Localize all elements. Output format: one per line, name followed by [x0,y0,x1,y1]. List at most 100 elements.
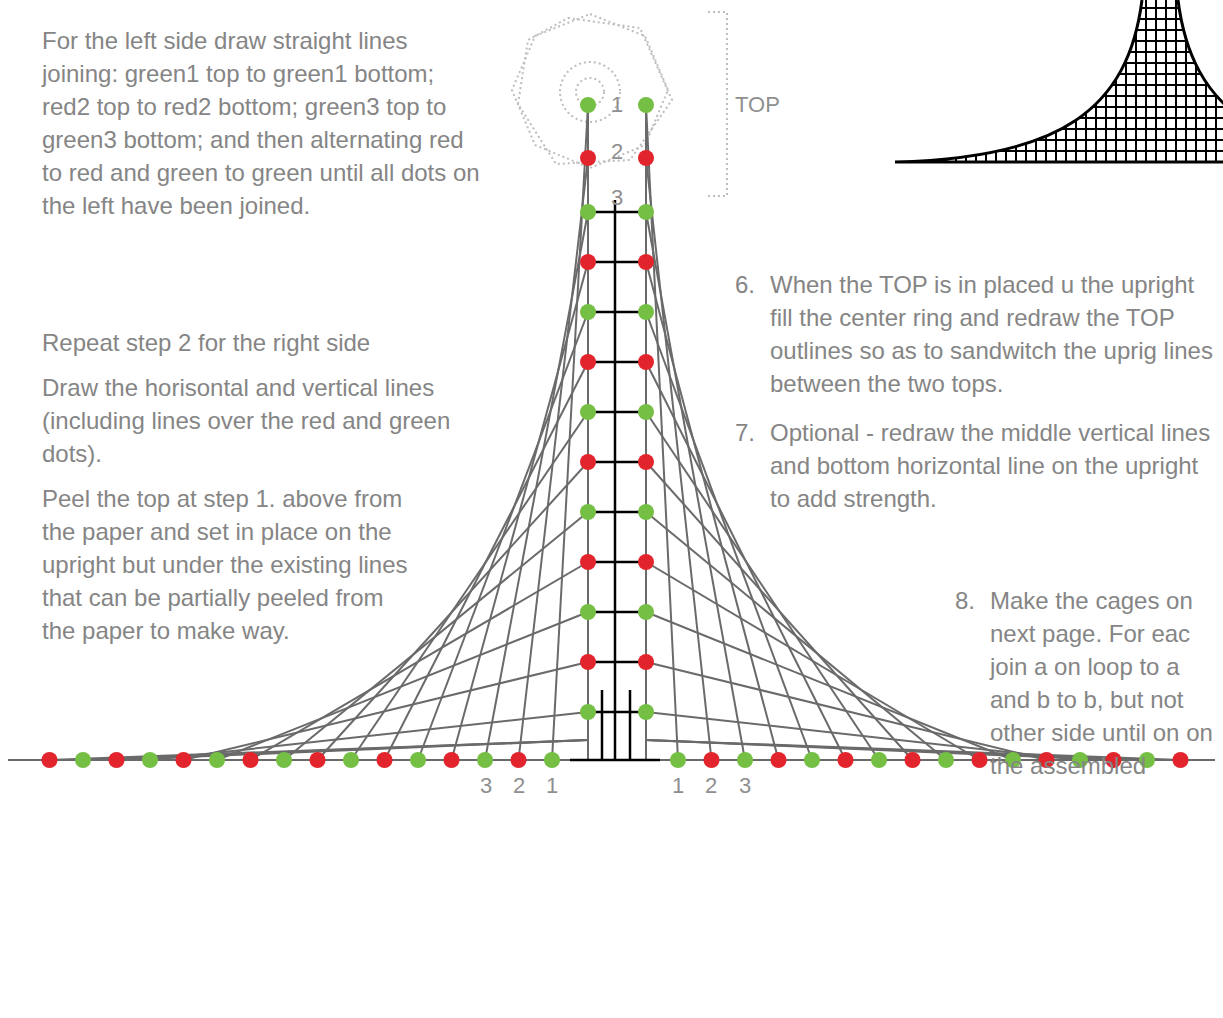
string-line [351,412,588,760]
peg-dot [638,554,654,570]
top-outline [512,12,727,196]
peg-dot [410,752,426,768]
callout-number: 1 [611,93,623,117]
grid-line [890,29,1223,31]
peg-dot [477,752,493,768]
peg-dot [638,454,654,470]
peg-dot [243,752,259,768]
thumbnail-figure [890,0,1223,165]
peg-dot [670,752,686,768]
callout-number: 3 [739,774,751,798]
callout-number: 1 [546,774,558,798]
grid-line [905,0,907,165]
peg-dot [580,304,596,320]
peg-dot [580,354,596,370]
step-number: 7. [735,416,755,449]
peg-dot [580,254,596,270]
rung [588,511,646,514]
rung [588,261,646,264]
rung [588,661,646,664]
grid-line [915,0,917,165]
peg-dot [580,454,596,470]
callout-number: 2 [705,774,717,798]
peg-dot [972,752,988,768]
string-line [646,512,946,760]
peg-dot [580,604,596,620]
upright-frame [570,200,660,760]
peg-dot [580,97,596,113]
peg-dot [771,752,787,768]
grid-line [955,0,957,165]
peg-dot [276,752,292,768]
peg-dot [638,254,654,270]
instruction-text: Make the cages on next page. For eac joi… [990,584,1216,782]
rung [588,611,646,614]
instruction-text: When the TOP is in placed u the upright … [770,268,1215,400]
rung [588,311,646,314]
peg-dot [377,752,393,768]
string-line [184,662,589,760]
peg-dot [343,752,359,768]
string-line [646,662,1047,760]
grid-line [890,62,1223,64]
peg-dot [638,604,654,620]
grid-line [985,0,987,165]
grid-line [890,73,1223,75]
grid-line [895,0,897,165]
peg-dot [580,654,596,670]
grid-line [890,106,1223,108]
peg-dot [544,752,560,768]
grid-line [890,18,1223,20]
peg-dot [638,97,654,113]
peg-dot [580,554,596,570]
rung [588,461,646,464]
peg-dot [804,752,820,768]
grid-line [945,0,947,165]
grid-line [890,7,1223,9]
peg-dot [905,752,921,768]
callout-number: 3 [611,186,623,210]
grid-line [1015,0,1017,165]
peg-dot [511,752,527,768]
peg-dot [580,404,596,420]
step-number: 8. [955,584,975,617]
peg-dot [704,752,720,768]
peg-dot [580,150,596,166]
peg-dot [638,404,654,420]
peg-dot [75,752,91,768]
peg-dot [176,752,192,768]
base-rung [570,759,660,762]
grid-line [995,0,997,165]
peg-dot [638,150,654,166]
part-label: TOP [735,93,780,117]
rung [588,561,646,564]
instruction-text: Draw the horisontal and vertical lines (… [42,371,482,470]
peg-dot [580,204,596,220]
grid-line [890,51,1223,53]
peg-dot [638,704,654,720]
callout-number: 2 [611,140,623,164]
grid-line [890,117,1223,119]
callout-number: 3 [480,774,492,798]
peg-dot [580,704,596,720]
string-line [284,512,588,760]
peg-dot [938,752,954,768]
peg-dot [871,752,887,768]
rung [588,411,646,414]
instruction-text: Peel the top at step 1. above from the p… [42,482,422,647]
peg-dot [444,752,460,768]
instruction-text: Optional - redraw the middle vertical li… [770,416,1215,515]
grid-line [890,95,1223,97]
peg-dot [580,504,596,520]
step-number: 6. [735,268,755,301]
grid-line [975,0,977,165]
peg-dot [142,752,158,768]
peg-dot [638,204,654,220]
peg-dot [638,354,654,370]
peg-dot [838,752,854,768]
peg-dot [310,752,326,768]
grid-line [890,128,1223,130]
rung [588,211,646,214]
grid-line [890,40,1223,42]
peg-dot [1173,752,1189,768]
